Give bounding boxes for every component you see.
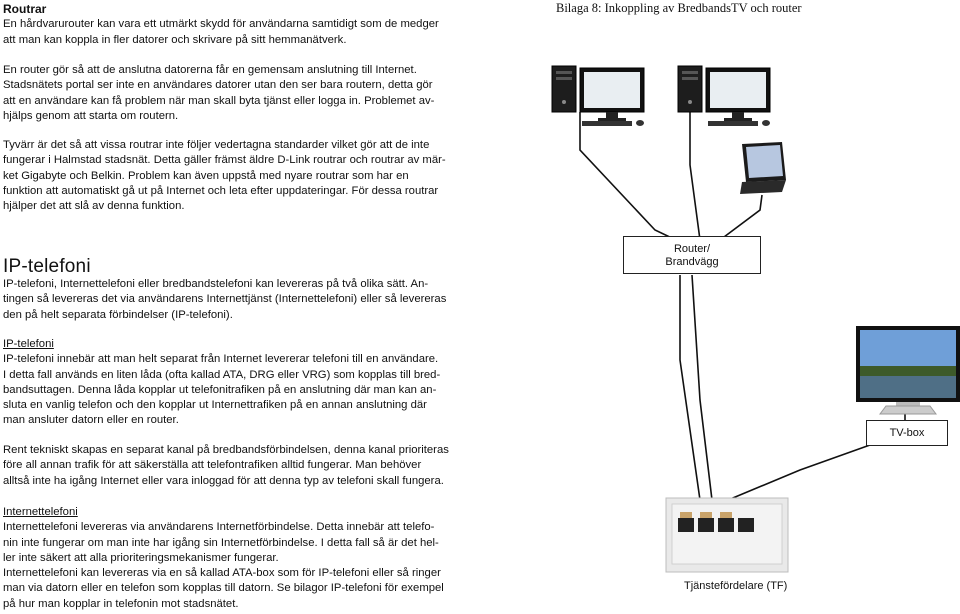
appendix-title: Bilaga 8: Inkoppling av BredbandsTV och …: [556, 1, 802, 15]
ethernet-port: [738, 518, 754, 532]
text-line: Rent tekniskt skapas en separat kanal på…: [3, 444, 449, 456]
service-distributor-box: [665, 497, 789, 573]
intro-line: En hårdvarurouter kan vara ett utmärkt s…: [3, 18, 439, 31]
tv-stand: [879, 405, 937, 415]
text-line: Internettelefoni kan levereras via en så…: [3, 567, 441, 580]
keyboard: [708, 121, 758, 126]
text-line: man ansluter datorn eller en router.: [3, 414, 179, 427]
ethernet-port: [698, 518, 714, 532]
text-line: den på helt separata förbindelser (IP-te…: [3, 308, 233, 321]
text-line: I detta fall används en liten låda (ofta…: [3, 368, 441, 381]
tv-screen-sky: [860, 330, 956, 368]
router-box: Router/ Brandvägg: [623, 236, 761, 274]
text-line: Tyvärr är det så att vissa routrar inte …: [3, 139, 430, 151]
mouse: [762, 120, 770, 126]
laptop-screen: [746, 145, 783, 178]
cable-pc2-router: [689, 112, 701, 241]
monitor-screen: [584, 72, 640, 108]
cable-router-outlet-2: [691, 274, 713, 501]
ip-paragraph-4: Internettelefoni Internettelefoni levere…: [3, 505, 473, 612]
outlet-label: Tjänstefördelare (TF): [684, 580, 788, 592]
text-line: ket Gigabyte och Belkin. Problem kan äve…: [3, 169, 409, 182]
router-label-line-1: Router/: [673, 243, 711, 255]
keyboard: [582, 121, 632, 126]
text-line: fungerar i Halmstad stadsnät. Detta gäll…: [3, 154, 446, 167]
text-line: att en användare kan få problem när man …: [3, 94, 435, 107]
cable-router-outlet: [679, 275, 701, 501]
router-paragraph-2: Tyvärr är det så att vissa routrar inte …: [3, 138, 473, 214]
text-line: man via datorn eller en telefon som kopp…: [3, 582, 444, 595]
text-line: En router gör så att de anslutna datorer…: [3, 64, 417, 76]
cable-laptop-router: [719, 194, 763, 241]
text-line: Stadsnätets portal ser inte en användare…: [3, 79, 433, 92]
text-line: ler inte säkert att alla prioriteringsme…: [3, 551, 279, 564]
text-line: hjälps genom att starta om routern.: [3, 109, 179, 122]
tv-box: TV-box: [866, 420, 948, 446]
cable-tvbox-outlet: [727, 444, 871, 501]
text-line: IP-telefoni, Internettelefoni eller bred…: [3, 278, 429, 290]
text-line: sluta en vanlig telefon och den kopplar …: [3, 399, 427, 412]
text-line: före all annan trafik för att säkerställ…: [3, 459, 422, 472]
ethernet-port: [678, 518, 694, 532]
mouse: [636, 120, 644, 126]
intro-block: Routrar En hårdvarurouter kan vara ett u…: [3, 2, 473, 48]
ip-paragraph-1: IP-telefoni, Internettelefoni eller bred…: [3, 277, 473, 323]
ethernet-port: [718, 518, 734, 532]
cable-pc1-router: [579, 112, 677, 241]
tv-screen-water: [860, 376, 956, 398]
text-line: tingen så levereras det via användarens …: [3, 293, 447, 306]
text-line: hjälper det att slå av denna funktion.: [3, 200, 185, 213]
text-line: funktion att automatiskt gå ut på Intern…: [3, 184, 439, 197]
desktop-computer-1: [551, 65, 645, 126]
television: [856, 326, 960, 415]
desktop-computer-2: [677, 65, 771, 126]
router-label-line-2: Brandvägg: [665, 256, 719, 268]
text-line: på hur man kopplar in telefonin mot stad…: [3, 597, 239, 610]
text-line: Internettelefoni levereras via användare…: [3, 521, 435, 534]
cables: [579, 112, 906, 501]
ip-paragraph-3: Rent tekniskt skapas en separat kanal på…: [3, 443, 473, 489]
text-line: IP-telefoni innebär att man helt separat…: [3, 353, 439, 366]
text-line: nin inte fungerar om man inte har igång …: [3, 536, 439, 549]
laptop-computer: [740, 142, 786, 194]
router-paragraph-1: En router gör så att de anslutna datorer…: [3, 63, 473, 124]
text-line: bandsuttagen. Denna låda kopplar ut tele…: [3, 383, 437, 396]
ip-telefoni-heading: IP-telefoni: [3, 256, 91, 277]
intro-line: att man kan koppla in fler datorer och s…: [3, 33, 347, 46]
section-title-routrar: Routrar: [3, 2, 47, 16]
monitor-screen: [710, 72, 766, 108]
laptop-base: [740, 180, 786, 194]
subheading-internettelefoni: Internettelefoni: [3, 506, 78, 518]
ip-paragraph-2: IP-telefoni IP-telefoni innebär att man …: [3, 337, 473, 429]
tv-screen-trees: [860, 366, 956, 376]
subheading-ip-telefoni: IP-telefoni: [3, 338, 54, 350]
text-line: alltså inte ha igång Internet eller vara…: [3, 474, 444, 487]
